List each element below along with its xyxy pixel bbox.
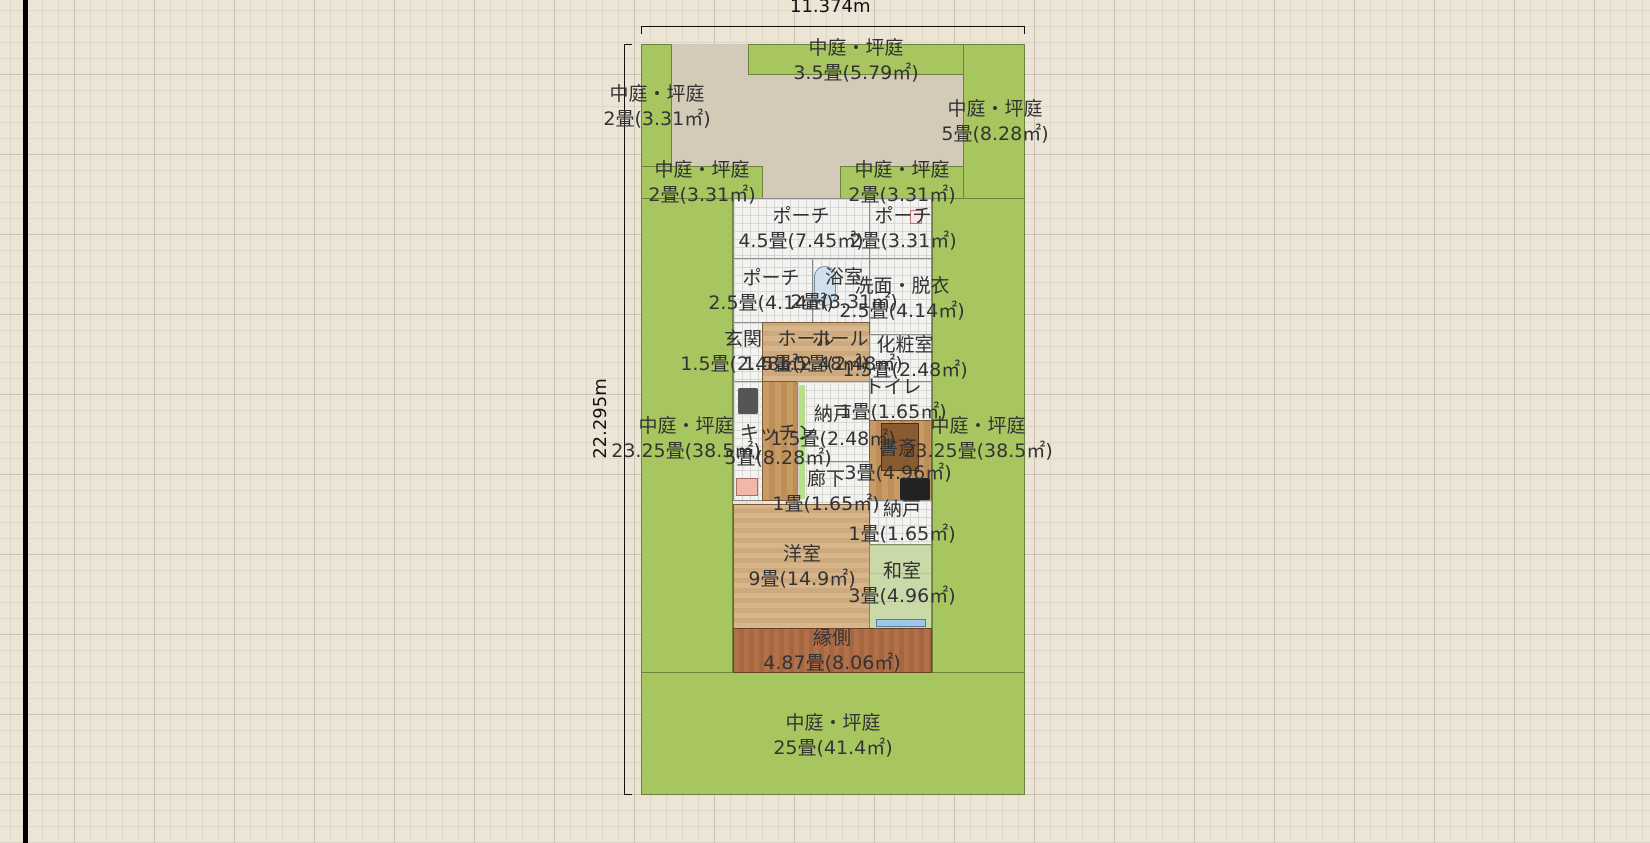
- width-dimension-line: [641, 26, 1025, 27]
- hall-area[interactable]: [762, 322, 870, 382]
- refrigerator-icon: [736, 478, 758, 496]
- western-room-area[interactable]: [733, 504, 870, 629]
- porch-small-area[interactable]: [869, 198, 932, 259]
- bathtub-icon: [814, 266, 836, 306]
- toilet-fixture-icon: [910, 210, 922, 224]
- toilet-area[interactable]: [869, 381, 932, 421]
- engawa-area[interactable]: [733, 628, 932, 673]
- height-dimension-tick-bottom: [624, 794, 632, 795]
- height-dimension-label: 22.295m: [589, 378, 611, 459]
- garden-top-right-area[interactable]: [963, 44, 1025, 199]
- entrance-area[interactable]: [733, 322, 763, 382]
- porch-side-area[interactable]: [733, 258, 813, 323]
- garden-bottom-area[interactable]: [641, 672, 1025, 795]
- desk-icon: [881, 423, 919, 471]
- width-dimension-tick-right: [1024, 26, 1025, 34]
- powder-room-area[interactable]: [869, 334, 932, 382]
- garden-side-right-area[interactable]: [932, 198, 1025, 673]
- height-dimension-line: [624, 44, 625, 795]
- corridor-area[interactable]: [797, 461, 870, 505]
- chair-icon: [900, 478, 930, 500]
- width-dimension-label: 11.374m: [790, 0, 871, 17]
- height-dimension-tick-top: [624, 44, 632, 45]
- stove-icon: [738, 388, 758, 414]
- width-dimension-tick-left: [641, 26, 642, 34]
- washroom-area[interactable]: [869, 258, 932, 335]
- partition-green-icon: [799, 385, 805, 499]
- japanese-room-area[interactable]: [869, 544, 932, 629]
- canvas-left-border: [23, 0, 28, 843]
- tokonoma-icon: [876, 619, 926, 627]
